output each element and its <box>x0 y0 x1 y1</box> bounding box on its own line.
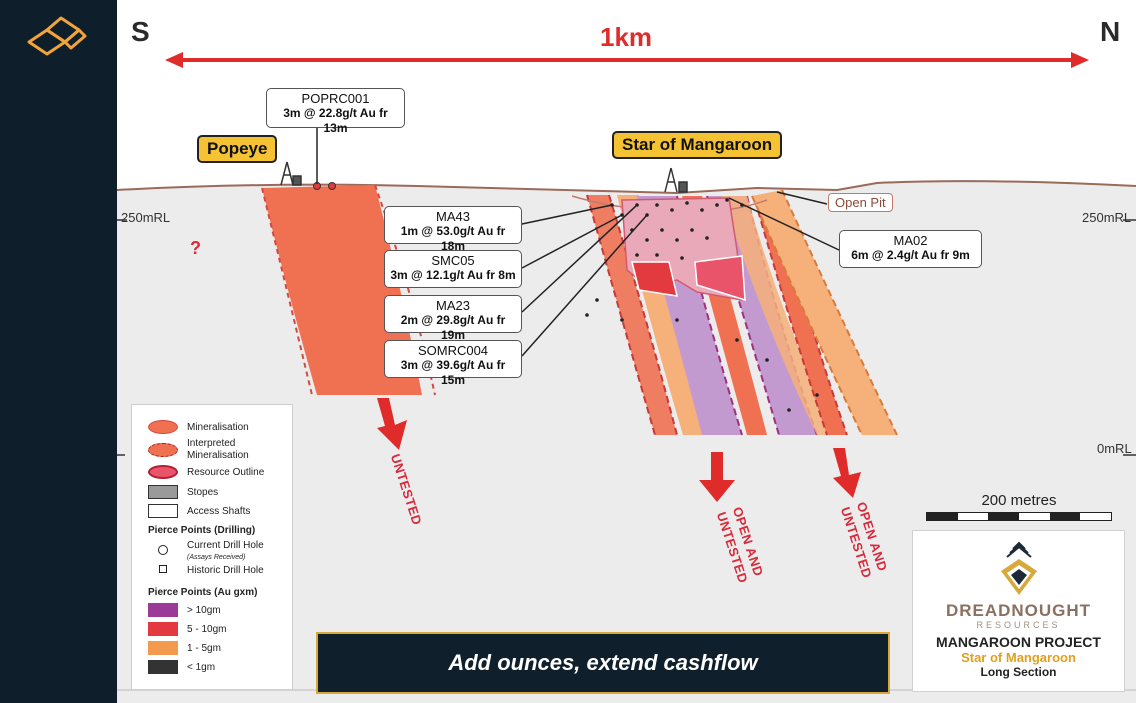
callout-ma23: MA23 2m @ 29.8g/t Au fr 19m <box>384 295 522 342</box>
hole-id: SOMRC004 <box>417 343 489 358</box>
popeye-tag: Popeye <box>197 135 278 163</box>
shafts-swatch <box>148 504 178 518</box>
scale-bar-label: 200 metres <box>981 492 1057 509</box>
untested-arrows <box>377 398 861 502</box>
legend: Mineralisation Interpreted Mineralisatio… <box>131 404 293 690</box>
deposit-name: Star of Mangaroon <box>961 650 1076 665</box>
legend-resource: Resource Outline <box>148 465 264 479</box>
interpreted-swatch <box>148 443 178 457</box>
mineralisation-swatch <box>148 420 178 434</box>
assay-result: 3m @ 39.6g/t Au fr 15m <box>400 358 506 387</box>
assay-result: 1m @ 53.0g/t Au fr 18m <box>400 224 506 253</box>
ground-surface-line <box>117 180 1136 195</box>
sidebar <box>0 0 117 703</box>
dreadnought-logo-icon <box>1000 541 1037 595</box>
rl-250-left: 250mRL <box>121 210 171 225</box>
company-sub: RESOURCES <box>976 620 1061 630</box>
red-zone-3 <box>755 200 847 435</box>
callout-poprc001: POPRC001 3m @ 22.8g/t Au fr 13m <box>266 88 405 135</box>
hole-id: MA43 <box>436 209 470 224</box>
callout-ma43: MA43 1m @ 53.0g/t Au fr 18m <box>384 206 522 253</box>
grade-swatch <box>148 603 178 617</box>
rl-250-right: 250mRL <box>1082 210 1132 225</box>
grade-swatch <box>148 622 178 636</box>
scale-bar-segments <box>926 512 1112 521</box>
south-label: S <box>131 16 150 47</box>
legend-grade-1: > 10gm <box>148 603 221 617</box>
hole-id: SMC05 <box>431 253 475 268</box>
orange-zone-east <box>752 190 897 435</box>
long-section-diagram <box>117 0 1136 703</box>
stopes-swatch <box>148 485 178 499</box>
popeye-headframe-icon <box>280 161 302 186</box>
hole-id: MA02 <box>893 233 928 248</box>
historic-hole-icon <box>159 565 167 573</box>
callout-somrc004: SOMRC004 3m @ 39.6g/t Au fr 15m <box>384 340 522 387</box>
hole-id: POPRC001 <box>301 91 370 106</box>
legend-grade-2: 5 - 10gm <box>148 622 226 636</box>
open-pit-tag: Open Pit <box>828 193 893 212</box>
legend-current-hole: Current Drill Hole(Assays Received) <box>148 540 264 563</box>
legend-grade-4: < 1gm <box>148 660 215 674</box>
star-of-mangaroon-tag: Star of Mangaroon <box>612 131 783 159</box>
scale-bar: 200 metres <box>926 492 1112 521</box>
view-name: Long Section <box>980 665 1057 679</box>
callout-ma02: MA02 6m @ 2.4g/t Au fr 9m <box>839 230 982 268</box>
company-logo-icon <box>27 16 87 56</box>
hole-id: MA23 <box>436 298 470 313</box>
company-name: DREADNOUGHT <box>945 601 1092 620</box>
legend-shafts: Access Shafts <box>148 504 250 518</box>
legend-grade-3: 1 - 5gm <box>148 641 221 655</box>
unknown-marker: ? <box>190 238 201 258</box>
north-label: N <box>1100 16 1121 47</box>
grade-swatch <box>148 641 178 655</box>
drill-points <box>585 198 819 412</box>
resource-swatch <box>148 465 178 479</box>
legend-stopes: Stopes <box>148 485 218 499</box>
legend-pierce-drilling: Pierce Points (Drilling) <box>148 525 256 536</box>
scale-label: 1km <box>600 22 653 52</box>
tagline-banner: Add ounces, extend cashflow <box>316 632 890 694</box>
legend-pierce-au: Pierce Points (Au gxm) <box>148 587 258 598</box>
assay-result: 3m @ 12.1g/t Au fr 8m <box>390 268 516 282</box>
grade-swatch <box>148 660 178 674</box>
project-name: MANGAROON PROJECT <box>936 634 1101 650</box>
rl-0: 0mRL <box>1097 441 1132 456</box>
assay-result: 3m @ 22.8g/t Au fr 13m <box>283 106 388 135</box>
star-headframe-icon <box>664 167 688 193</box>
company-block: DREADNOUGHT RESOURCES MANGAROON PROJECT … <box>912 530 1125 692</box>
assay-result: 2m @ 29.8g/t Au fr 19m <box>400 313 506 342</box>
west-red-zone <box>587 195 677 435</box>
legend-mineralisation: Mineralisation <box>148 420 249 434</box>
popeye-mineralisation <box>262 185 422 395</box>
legend-interpreted: Interpreted Mineralisation <box>148 438 288 462</box>
callout-smc05: SMC05 3m @ 12.1g/t Au fr 8m <box>384 250 522 288</box>
current-hole-icon <box>158 545 168 555</box>
legend-historic-hole: Historic Drill Hole <box>148 565 264 576</box>
assay-result: 6m @ 2.4g/t Au fr 9m <box>851 248 970 262</box>
